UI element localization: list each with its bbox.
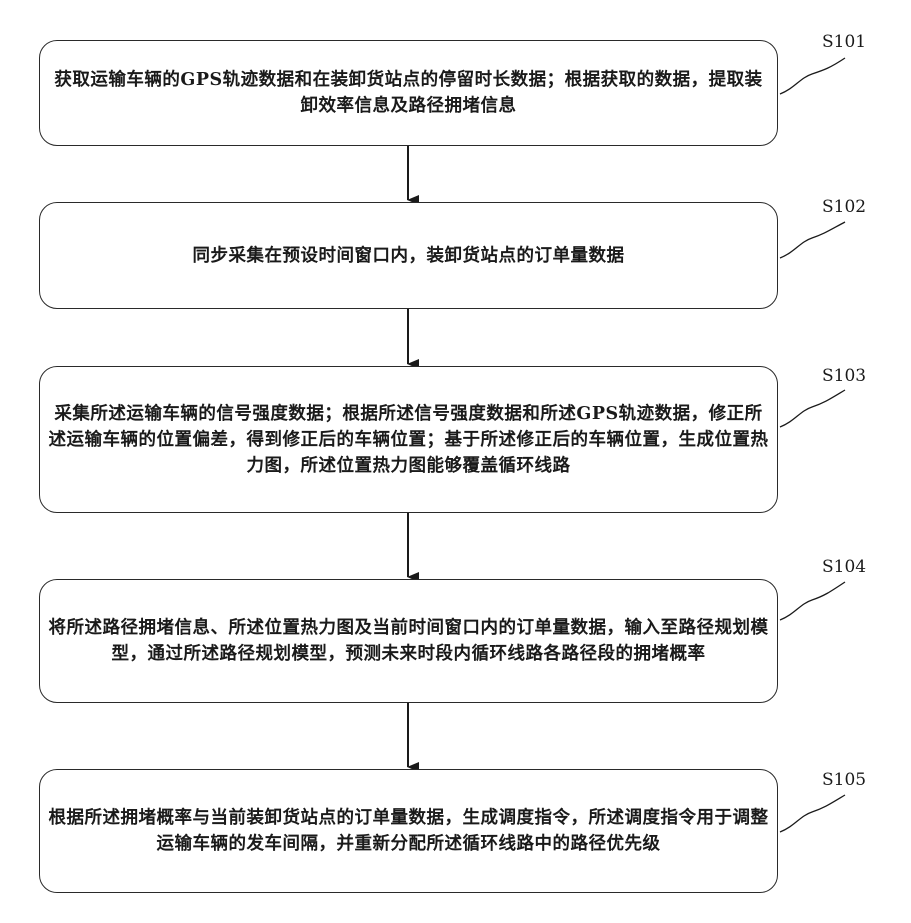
tag-leader-s101 bbox=[780, 58, 845, 94]
tag-leader-s102 bbox=[780, 222, 845, 258]
step-box-s104: 将所述路径拥堵信息、所述位置热力图及当前时间窗口内的订单量数据，输入至路径规划模… bbox=[39, 579, 778, 703]
step-tag-s102: S102 bbox=[822, 197, 866, 217]
tag-leader-s104 bbox=[780, 582, 845, 620]
step-tag-s101: S101 bbox=[822, 32, 866, 52]
step-text-s105: 根据所述拥堵概率与当前装卸货站点的订单量数据，生成调度指令，所述调度指令用于调整… bbox=[40, 805, 777, 857]
step-text-s102: 同步采集在预设时间窗口内，装卸货站点的订单量数据 bbox=[187, 243, 631, 269]
step-tag-s104: S104 bbox=[822, 557, 866, 577]
tag-leader-s103 bbox=[780, 390, 845, 427]
tag-leader-s105 bbox=[780, 795, 845, 832]
step-text-s103: 采集所述运输车辆的信号强度数据；根据所述信号强度数据和所述GPS轨迹数据，修正所… bbox=[40, 401, 777, 479]
step-box-s105: 根据所述拥堵概率与当前装卸货站点的订单量数据，生成调度指令，所述调度指令用于调整… bbox=[39, 769, 778, 893]
step-box-s101: 获取运输车辆的GPS轨迹数据和在装卸货站点的停留时长数据；根据获取的数据，提取装… bbox=[39, 40, 778, 146]
step-tag-s103: S103 bbox=[822, 366, 866, 386]
step-text-s101: 获取运输车辆的GPS轨迹数据和在装卸货站点的停留时长数据；根据获取的数据，提取装… bbox=[40, 67, 777, 119]
step-box-s103: 采集所述运输车辆的信号强度数据；根据所述信号强度数据和所述GPS轨迹数据，修正所… bbox=[39, 366, 778, 513]
step-tag-s105: S105 bbox=[822, 770, 866, 790]
step-text-s104: 将所述路径拥堵信息、所述位置热力图及当前时间窗口内的订单量数据，输入至路径规划模… bbox=[40, 615, 777, 667]
step-box-s102: 同步采集在预设时间窗口内，装卸货站点的订单量数据 bbox=[39, 202, 778, 309]
